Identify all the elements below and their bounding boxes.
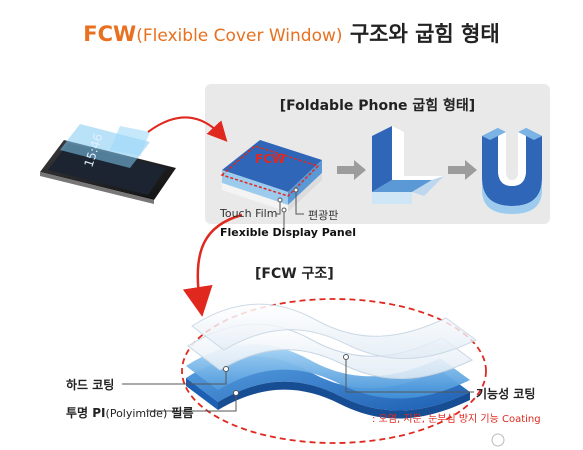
functional-coating-label: 기능성 코팅 <box>476 387 536 401</box>
stack-fcw-label: FCW <box>255 152 285 166</box>
title-paren: (Flexible Cover Window) <box>136 26 343 46</box>
l-bend-shape <box>372 126 444 204</box>
arrow-gray-1 <box>337 160 366 180</box>
hard-coating-label: 하드 코팅 <box>66 378 115 392</box>
u-bend-shape <box>482 128 542 214</box>
page-title: FCW(Flexible Cover Window) 구조와 굽힘 형태 <box>0 18 583 48</box>
pi-film-label-sub: (Polyimide) <box>105 407 168 420</box>
polarizer-label: 편광판 <box>308 209 339 222</box>
wave-layers <box>186 303 477 419</box>
foldable-panel-title: [Foldable Phone 굽힘 형태] <box>279 98 476 114</box>
pi-film-label: 투명 PI(Polyimide) 필름 <box>66 404 194 421</box>
structure-title: [FCW 구조] <box>255 266 334 282</box>
layer-stack <box>220 140 322 212</box>
title-korean: 구조와 굽힘 형태 <box>342 22 500 46</box>
touch-film-label: Touch Film <box>220 207 278 220</box>
display-panel-label: Flexible Display Panel <box>220 226 356 239</box>
watermark-icon <box>491 433 505 447</box>
title-fcw: FCW <box>83 22 137 46</box>
phone-illustration: 15:46 <box>40 124 176 204</box>
arrow-to-stack <box>147 116 228 142</box>
functional-coating-note: : 오염, 지문, 눈부심 방지 기능 Coating <box>372 414 541 425</box>
arrow-gray-2 <box>448 160 477 180</box>
arrow-to-structure <box>182 213 243 317</box>
structure-ellipse <box>181 298 487 444</box>
pi-film-label-end: 필름 <box>167 406 194 420</box>
pi-film-label-main: 투명 PI <box>66 406 106 420</box>
